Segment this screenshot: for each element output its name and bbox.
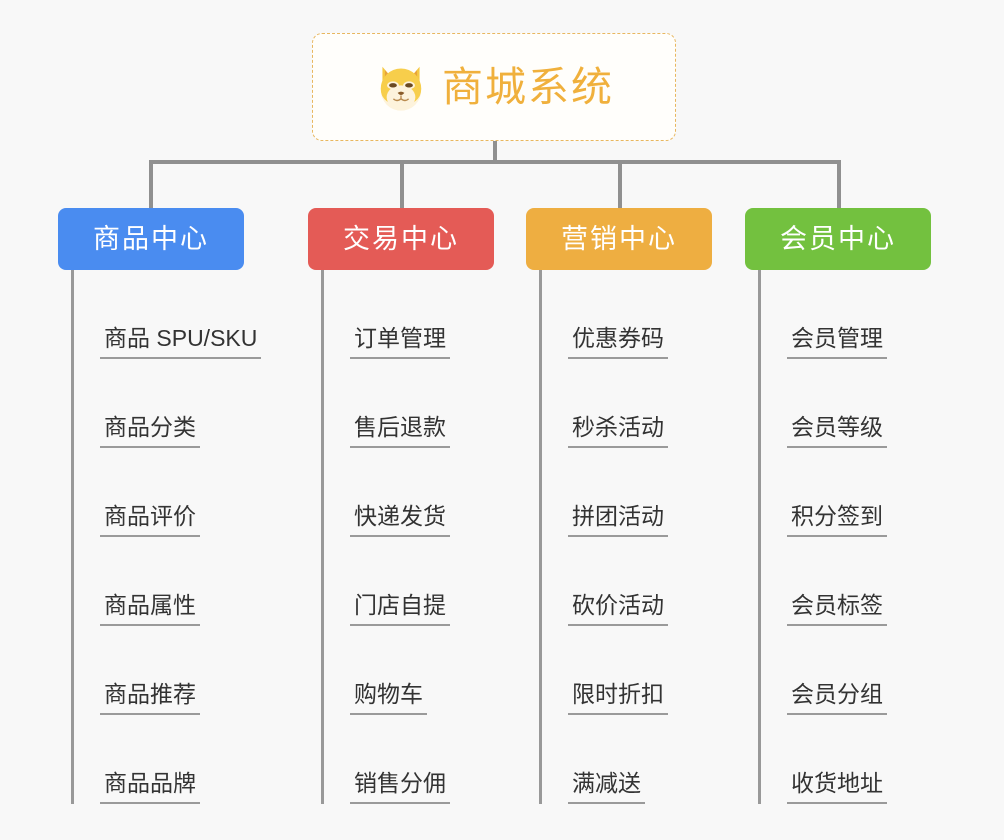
list-item-label: 商品推荐 xyxy=(100,681,200,715)
column-member-center: 会员中心 会员管理 会员等级 积分签到 会员标签 会员分组 收货地址 xyxy=(745,208,958,804)
list-item-label: 砍价活动 xyxy=(568,592,668,626)
list-item-label: 商品品牌 xyxy=(100,770,200,804)
category-header-member-center[interactable]: 会员中心 xyxy=(745,208,931,270)
list-item[interactable]: 砍价活动 xyxy=(542,537,739,626)
list-item[interactable]: 秒杀活动 xyxy=(542,359,739,448)
connector-drop-marketing-center xyxy=(618,160,622,210)
category-header-product-center[interactable]: 商品中心 xyxy=(58,208,244,270)
list-item[interactable]: 快递发货 xyxy=(324,448,521,537)
column-product-center: 商品中心 商品 SPU/SKU 商品分类 商品评价 商品属性 商品推荐 商品品牌 xyxy=(58,208,271,804)
list-item[interactable]: 门店自提 xyxy=(324,537,521,626)
list-item-label: 售后退款 xyxy=(350,414,450,448)
column-marketing-center: 营销中心 优惠券码 秒杀活动 拼团活动 砍价活动 限时折扣 满减送 xyxy=(526,208,739,804)
list-item-label: 销售分佣 xyxy=(350,770,450,804)
shiba-dog-emoji-icon xyxy=(380,66,422,111)
category-label: 交易中心 xyxy=(343,223,459,254)
list-item[interactable]: 积分签到 xyxy=(761,448,958,537)
connector-root-stem xyxy=(493,141,497,163)
list-item-label: 商品评价 xyxy=(100,503,200,537)
list-item[interactable]: 会员标签 xyxy=(761,537,958,626)
list-item-label: 商品属性 xyxy=(100,592,200,626)
list-item[interactable]: 收货地址 xyxy=(761,715,958,804)
list-item[interactable]: 商品分类 xyxy=(74,359,271,448)
list-item[interactable]: 会员等级 xyxy=(761,359,958,448)
connector-drop-member-center xyxy=(837,160,841,210)
list-item[interactable]: 商品评价 xyxy=(74,448,271,537)
list-item[interactable]: 限时折扣 xyxy=(542,626,739,715)
list-item[interactable]: 会员管理 xyxy=(761,270,958,359)
category-label: 营销中心 xyxy=(561,223,677,254)
list-item[interactable]: 销售分佣 xyxy=(324,715,521,804)
connector-horizontal-bus xyxy=(149,160,841,164)
list-item[interactable]: 购物车 xyxy=(324,626,521,715)
leaf-list-member-center: 会员管理 会员等级 积分签到 会员标签 会员分组 收货地址 xyxy=(758,270,958,804)
list-item-label: 商品分类 xyxy=(100,414,200,448)
list-item-label: 购物车 xyxy=(350,681,427,715)
list-item-label: 秒杀活动 xyxy=(568,414,668,448)
list-item-label: 会员等级 xyxy=(787,414,887,448)
leaf-list-trade-center: 订单管理 售后退款 快递发货 门店自提 购物车 销售分佣 xyxy=(321,270,521,804)
list-item-label: 收货地址 xyxy=(787,770,887,804)
list-item-label: 积分签到 xyxy=(787,503,887,537)
category-header-trade-center[interactable]: 交易中心 xyxy=(308,208,494,270)
category-label: 会员中心 xyxy=(780,223,896,254)
list-item[interactable]: 拼团活动 xyxy=(542,448,739,537)
list-item-label: 商品 SPU/SKU xyxy=(100,325,262,359)
list-item[interactable]: 商品推荐 xyxy=(74,626,271,715)
list-item-label: 满减送 xyxy=(568,770,645,804)
list-item[interactable]: 商品 SPU/SKU xyxy=(74,270,271,359)
leaf-list-product-center: 商品 SPU/SKU 商品分类 商品评价 商品属性 商品推荐 商品品牌 xyxy=(71,270,271,804)
list-item-label: 优惠券码 xyxy=(568,325,668,359)
list-item[interactable]: 订单管理 xyxy=(324,270,521,359)
list-item-label: 会员标签 xyxy=(787,592,887,626)
root-title: 商城系统 xyxy=(442,63,614,110)
list-item[interactable]: 售后退款 xyxy=(324,359,521,448)
list-item[interactable]: 优惠券码 xyxy=(542,270,739,359)
list-item[interactable]: 商品属性 xyxy=(74,537,271,626)
category-header-marketing-center[interactable]: 营销中心 xyxy=(526,208,712,270)
list-item-label: 快递发货 xyxy=(350,503,450,537)
list-item-label: 会员分组 xyxy=(787,681,887,715)
list-item[interactable]: 商品品牌 xyxy=(74,715,271,804)
column-trade-center: 交易中心 订单管理 售后退款 快递发货 门店自提 购物车 销售分佣 xyxy=(308,208,521,804)
list-item[interactable]: 会员分组 xyxy=(761,626,958,715)
list-item-label: 门店自提 xyxy=(350,592,450,626)
category-label: 商品中心 xyxy=(93,223,209,254)
list-item-label: 订单管理 xyxy=(350,325,450,359)
connector-drop-trade-center xyxy=(400,160,404,210)
leaf-list-marketing-center: 优惠券码 秒杀活动 拼团活动 砍价活动 限时折扣 满减送 xyxy=(539,270,739,804)
list-item-label: 拼团活动 xyxy=(568,503,668,537)
connector-drop-product-center xyxy=(149,160,153,210)
list-item[interactable]: 满减送 xyxy=(542,715,739,804)
root-node[interactable]: 商城系统 xyxy=(312,33,676,141)
list-item-label: 限时折扣 xyxy=(568,681,668,715)
list-item-label: 会员管理 xyxy=(787,325,887,359)
